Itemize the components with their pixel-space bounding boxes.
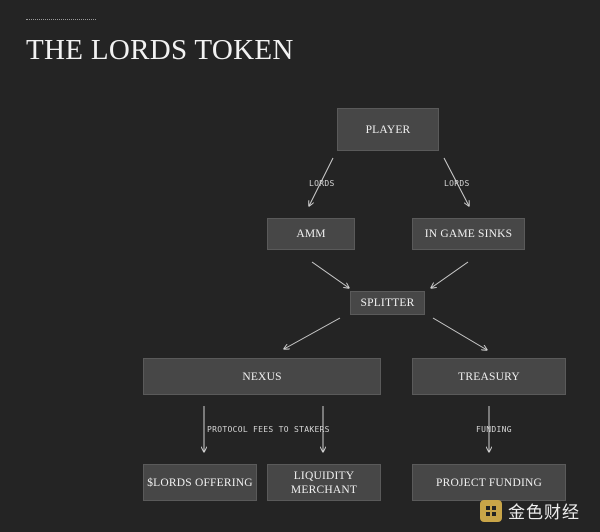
node-treasury: TREASURY bbox=[412, 358, 566, 395]
node-amm-label: AMM bbox=[296, 228, 326, 240]
edge-sinks-splitter bbox=[431, 261, 469, 288]
node-player: PLAYER bbox=[337, 108, 439, 151]
node-project-funding-label: PROJECT FUNDING bbox=[436, 476, 542, 489]
jinse-logo-icon bbox=[480, 499, 502, 522]
node-treasury-label: TREASURY bbox=[458, 370, 520, 383]
node-splitter: SPLITTER bbox=[350, 291, 425, 315]
watermark-text: 金色财经 bbox=[508, 503, 580, 523]
node-nexus: NEXUS bbox=[143, 358, 381, 395]
edge-label-player-amm: LORDS bbox=[309, 179, 335, 188]
node-amm: AMM bbox=[267, 218, 355, 250]
node-lords-offering-label: $LORDS OFFERING bbox=[147, 476, 253, 489]
edge-label-funding: FUNDING bbox=[476, 425, 512, 434]
page-title: THE LORDS TOKEN bbox=[26, 34, 294, 66]
edge-splitter-treasury bbox=[432, 317, 487, 350]
node-nexus-label: NEXUS bbox=[242, 370, 282, 383]
edge-label-player-sinks: LORDS bbox=[444, 179, 470, 188]
node-project-funding: PROJECT FUNDING bbox=[412, 464, 566, 501]
node-player-label: PLAYER bbox=[365, 123, 411, 136]
watermark: 金色财经 bbox=[480, 498, 580, 523]
node-liquidity-merchant-line2: MERCHANT bbox=[290, 483, 358, 496]
edge-amm-splitter bbox=[311, 261, 349, 288]
node-lords-offering: $LORDS OFFERING bbox=[143, 464, 257, 501]
edge-splitter-nexus bbox=[284, 317, 341, 349]
node-in-game-sinks-label: IN GAME SINKS bbox=[424, 228, 513, 240]
edge-label-protocol-fees: PROTOCOL FEES TO STAKERS bbox=[207, 425, 330, 434]
edge-player-sinks bbox=[443, 157, 469, 206]
node-splitter-label: SPLITTER bbox=[360, 297, 415, 309]
node-in-game-sinks: IN GAME SINKS bbox=[412, 218, 525, 250]
title-rule bbox=[26, 19, 96, 20]
node-liquidity-merchant-line1: LIQUIDITY bbox=[293, 469, 355, 482]
node-liquidity-merchant: LIQUIDITY MERCHANT bbox=[267, 464, 381, 501]
edge-player-amm bbox=[309, 157, 334, 206]
